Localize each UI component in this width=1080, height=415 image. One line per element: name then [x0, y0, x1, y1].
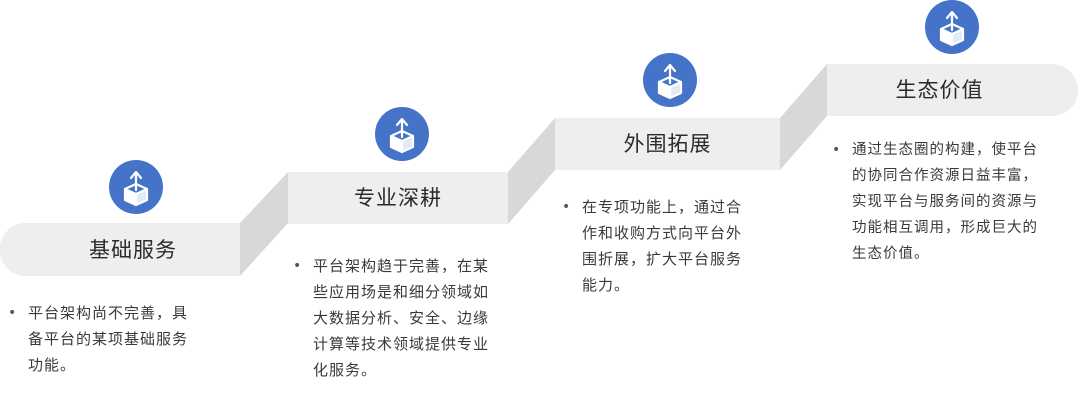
description-line: 实现平台与服务间的资源与	[852, 194, 1038, 210]
step-description-3: • 在专项功能上，通过合 作和收购方式向平台外 围折展，扩大平台服务 能力。	[562, 194, 782, 298]
step-description-4: • 通过生态圈的构建，使平台 的协同合作资源日益丰富， 实现平台与服务间的资源与…	[832, 137, 1074, 267]
connector-3	[780, 64, 827, 170]
box-upload-icon	[109, 160, 163, 214]
connector-2	[508, 118, 555, 224]
step-title-2: 专业深耕	[354, 186, 442, 210]
step-description-1: • 平台架构尚不完善，具 备平台的某项基础服务 功能。	[8, 300, 228, 378]
box-upload-icon	[643, 53, 697, 107]
step-description-2: • 平台架构趋于完善，在某 些应用场是和细分领域如 大数据分析、安全、边缘 计算…	[293, 253, 528, 383]
description-line: 在专项功能上，通过合	[582, 198, 743, 216]
description-line: 作和收购方式向平台外	[582, 224, 743, 242]
description-line: 功能。	[28, 356, 77, 374]
step-bar-4	[827, 64, 1078, 116]
description-line: 大数据分析、安全、边缘	[313, 309, 490, 327]
step-title-1: 基础服务	[89, 238, 177, 262]
description-line: 化服务。	[313, 361, 378, 379]
description-line: 生态价值。	[852, 246, 930, 262]
description-line: 围折展，扩大平台服务	[582, 250, 743, 268]
step-bar-1	[0, 223, 240, 276]
description-line: 平台架构尚不完善，具	[28, 304, 189, 322]
description-line: 些应用场是和细分领域如	[313, 283, 490, 301]
description-line: 的协同合作资源日益丰富，	[852, 168, 1038, 184]
connector-1	[240, 172, 288, 276]
description-line: 计算等技术领域提供专业	[313, 335, 490, 353]
description-line: 通过生态圈的构建，使平台	[852, 142, 1038, 158]
bullet-icon: •	[562, 199, 572, 215]
bullet-icon: •	[293, 258, 303, 274]
bullet-icon: •	[8, 305, 18, 321]
description-line: 功能相互调用，形成巨大的	[852, 220, 1038, 236]
box-upload-icon	[375, 107, 429, 161]
bullet-icon: •	[832, 142, 842, 158]
step-bar-3	[555, 118, 780, 170]
step-title-3: 外围拓展	[623, 132, 712, 156]
description-line: 平台架构趋于完善，在某	[313, 257, 490, 275]
step-bar-2	[288, 172, 508, 224]
box-upload-icon	[925, 0, 979, 54]
description-line: 备平台的某项基础服务	[28, 330, 189, 348]
description-line: 能力。	[582, 276, 631, 294]
step-title-4: 生态价值	[895, 78, 984, 102]
